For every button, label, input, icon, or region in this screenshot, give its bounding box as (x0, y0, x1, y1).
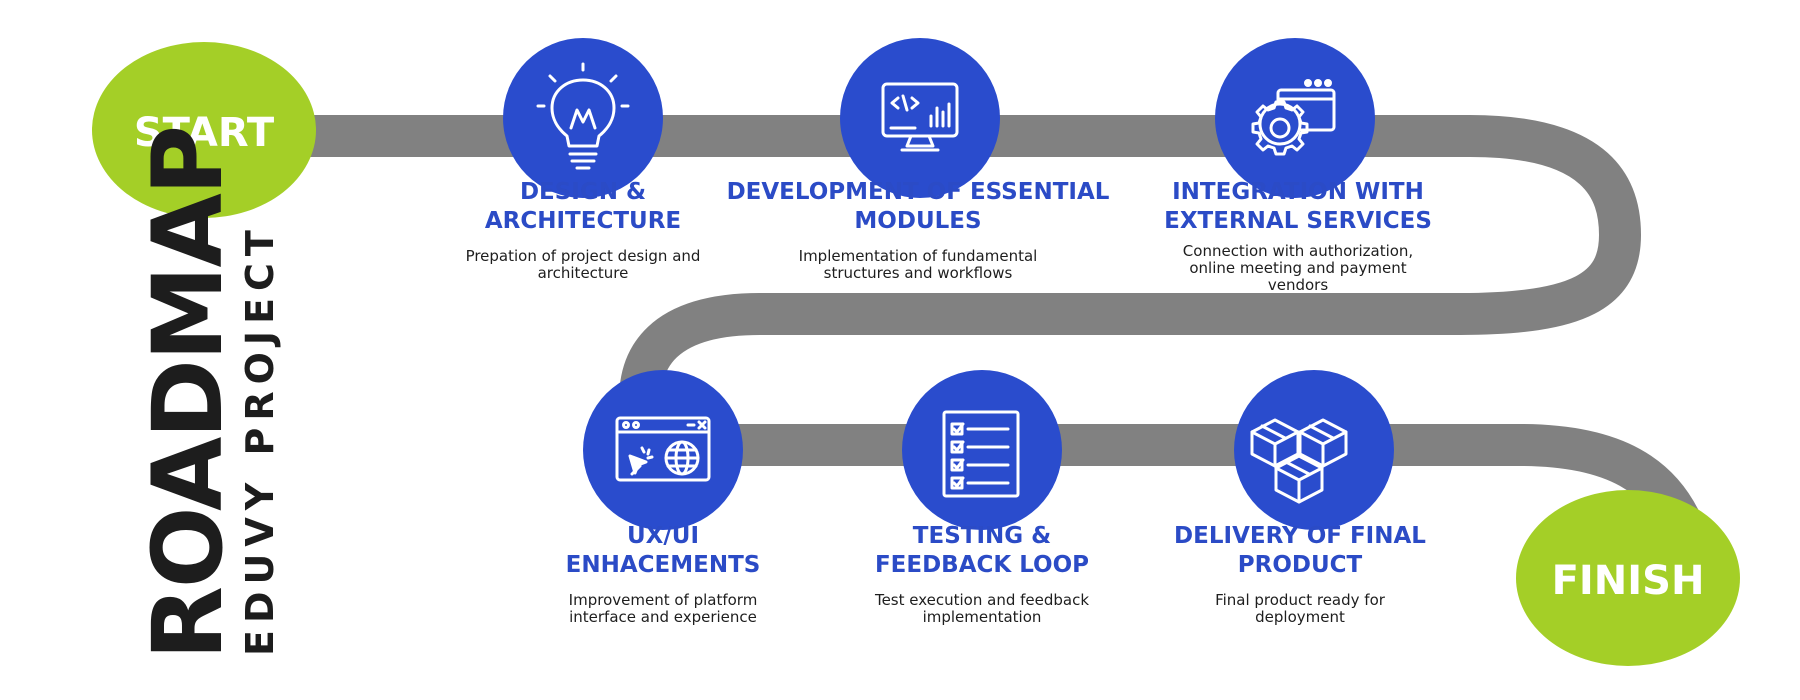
step-title-line: DESIGN & (519, 179, 647, 205)
start-node: START (92, 42, 316, 218)
browser-globe-icon (615, 416, 711, 482)
step-integration-title: INTEGRATION WITH EXTERNAL SERVICES (1108, 178, 1488, 236)
step-title-line: INTEGRATION WITH (1172, 179, 1424, 205)
step-title-line: ENHACEMENTS (565, 552, 761, 578)
step-delivery-node (1234, 370, 1394, 530)
lightbulb-icon (536, 62, 630, 170)
step-title-line: MODULES (854, 208, 982, 234)
checklist-icon (942, 410, 1020, 498)
step-desc-line: vendors (1267, 276, 1329, 294)
step-title-line: DEVELOPMENT OF ESSENTIAL (726, 179, 1110, 205)
step-desc-line: Prepation of project design and (465, 247, 701, 265)
step-desc-line: interface and experience (569, 608, 757, 626)
step-uxui-description: Improvement of platform interface and ex… (513, 592, 813, 626)
gear-window-icon (1251, 79, 1336, 156)
step-development-node (840, 38, 1000, 198)
finish-label: FINISH (1552, 558, 1705, 604)
step-title-line: PRODUCT (1237, 552, 1363, 578)
step-design-node (503, 38, 663, 198)
step-title-line: ARCHITECTURE (484, 208, 682, 234)
step-desc-line: online meeting and payment (1189, 259, 1407, 277)
step-desc-line: Test execution and feedback (874, 591, 1090, 609)
roadmap-road (279, 115, 1701, 541)
step-testing-node (902, 370, 1062, 530)
step-title-line: UX/UI (626, 523, 700, 549)
step-title-line: EXTERNAL SERVICES (1164, 208, 1432, 234)
step-desc-line: Connection with authorization, (1182, 242, 1414, 260)
roadmap-title-block: ROADMAP EDUVY PROJECT (132, 126, 282, 660)
step-testing-description: Test execution and feedback implementati… (832, 592, 1132, 626)
step-development-title: DEVELOPMENT OF ESSENTIAL MODULES (698, 178, 1138, 236)
boxes-icon (1250, 418, 1348, 504)
step-desc-line: deployment (1255, 608, 1345, 626)
step-title-line: TESTING & (912, 523, 1052, 549)
step-desc-line: Improvement of platform (568, 591, 758, 609)
step-uxui-title: UX/UI ENHACEMENTS (473, 522, 853, 580)
step-integration-description: Connection with authorization, online me… (1148, 243, 1448, 294)
step-title-line: DELIVERY OF FINAL (1174, 523, 1426, 549)
step-development-description: Implementation of fundamental structures… (768, 248, 1068, 282)
step-desc-line: implementation (922, 608, 1042, 626)
roadmap-subtitle: EDUVY PROJECT (238, 223, 282, 656)
step-desc-line: structures and workflows (823, 264, 1013, 282)
step-desc-line: Final product ready for (1215, 591, 1385, 609)
step-uxui-node (583, 370, 743, 530)
finish-node: FINISH (1516, 490, 1740, 666)
step-testing-title: TESTING & FEEDBACK LOOP (792, 522, 1172, 580)
code-monitor-icon (881, 82, 959, 152)
step-design-description: Prepation of project design and architec… (433, 248, 733, 282)
step-title-line: FEEDBACK LOOP (874, 552, 1090, 578)
step-delivery-description: Final product ready for deployment (1150, 592, 1450, 626)
roadmap-title: ROADMAP (132, 126, 244, 660)
step-desc-line: architecture (537, 264, 629, 282)
step-design-title: DESIGN & ARCHITECTURE (393, 178, 773, 236)
step-delivery-title: DELIVERY OF FINAL PRODUCT (1110, 522, 1490, 580)
start-label: START (134, 110, 275, 156)
step-desc-line: Implementation of fundamental (798, 247, 1038, 265)
step-integration-node (1215, 38, 1375, 198)
